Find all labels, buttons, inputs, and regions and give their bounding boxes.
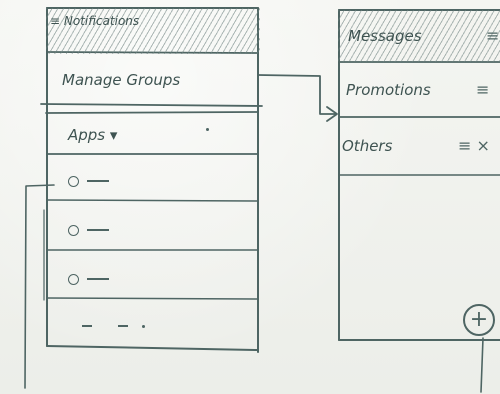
manage-groups-label: Manage Groups <box>62 71 181 89</box>
group-others-label: Others <box>342 137 393 155</box>
apps-dropdown-label: Apps ▾ <box>68 126 118 144</box>
notifications-title: ≡ Notifications <box>50 14 140 28</box>
app-toggle-icon[interactable] <box>68 175 79 187</box>
groups-panel: Messages ≡ Promotions ≡ Others ≡ × + <box>338 8 500 341</box>
app-row[interactable] <box>46 256 260 302</box>
app-row[interactable] <box>46 158 260 204</box>
placeholder-dash <box>118 325 128 327</box>
app-toggle-icon[interactable] <box>68 224 79 236</box>
group-item-messages[interactable]: Messages ≡ <box>338 10 500 62</box>
group-item-promotions[interactable]: Promotions ≡ <box>338 64 500 116</box>
app-row-placeholder <box>46 304 260 348</box>
menu-icon[interactable]: ≡ <box>476 80 490 99</box>
group-promotions-label: Promotions <box>346 81 431 99</box>
apps-dropdown[interactable]: Apps ▾ <box>46 114 260 156</box>
app-name-placeholder <box>87 229 109 231</box>
app-name-placeholder <box>87 278 109 280</box>
app-row[interactable] <box>46 206 260 254</box>
add-group-button[interactable]: + <box>463 304 495 336</box>
notifications-header: ≡ Notifications <box>46 8 260 54</box>
placeholder-dot <box>142 324 145 328</box>
plus-icon: + <box>469 307 489 332</box>
placeholder-dash <box>82 325 92 327</box>
manage-groups-item[interactable]: Manage Groups <box>46 54 260 106</box>
menu-close-icon[interactable]: ≡ × <box>458 136 490 155</box>
group-item-others[interactable]: Others ≡ × <box>338 118 500 174</box>
group-messages-label: Messages <box>348 27 422 45</box>
app-name-placeholder <box>87 180 109 182</box>
menu-icon[interactable]: ≡ <box>486 26 500 45</box>
app-toggle-icon[interactable] <box>68 273 79 285</box>
notifications-panel: ≡ Notifications Manage Groups Apps ▾ <box>46 6 260 352</box>
dot-mark <box>206 128 209 131</box>
